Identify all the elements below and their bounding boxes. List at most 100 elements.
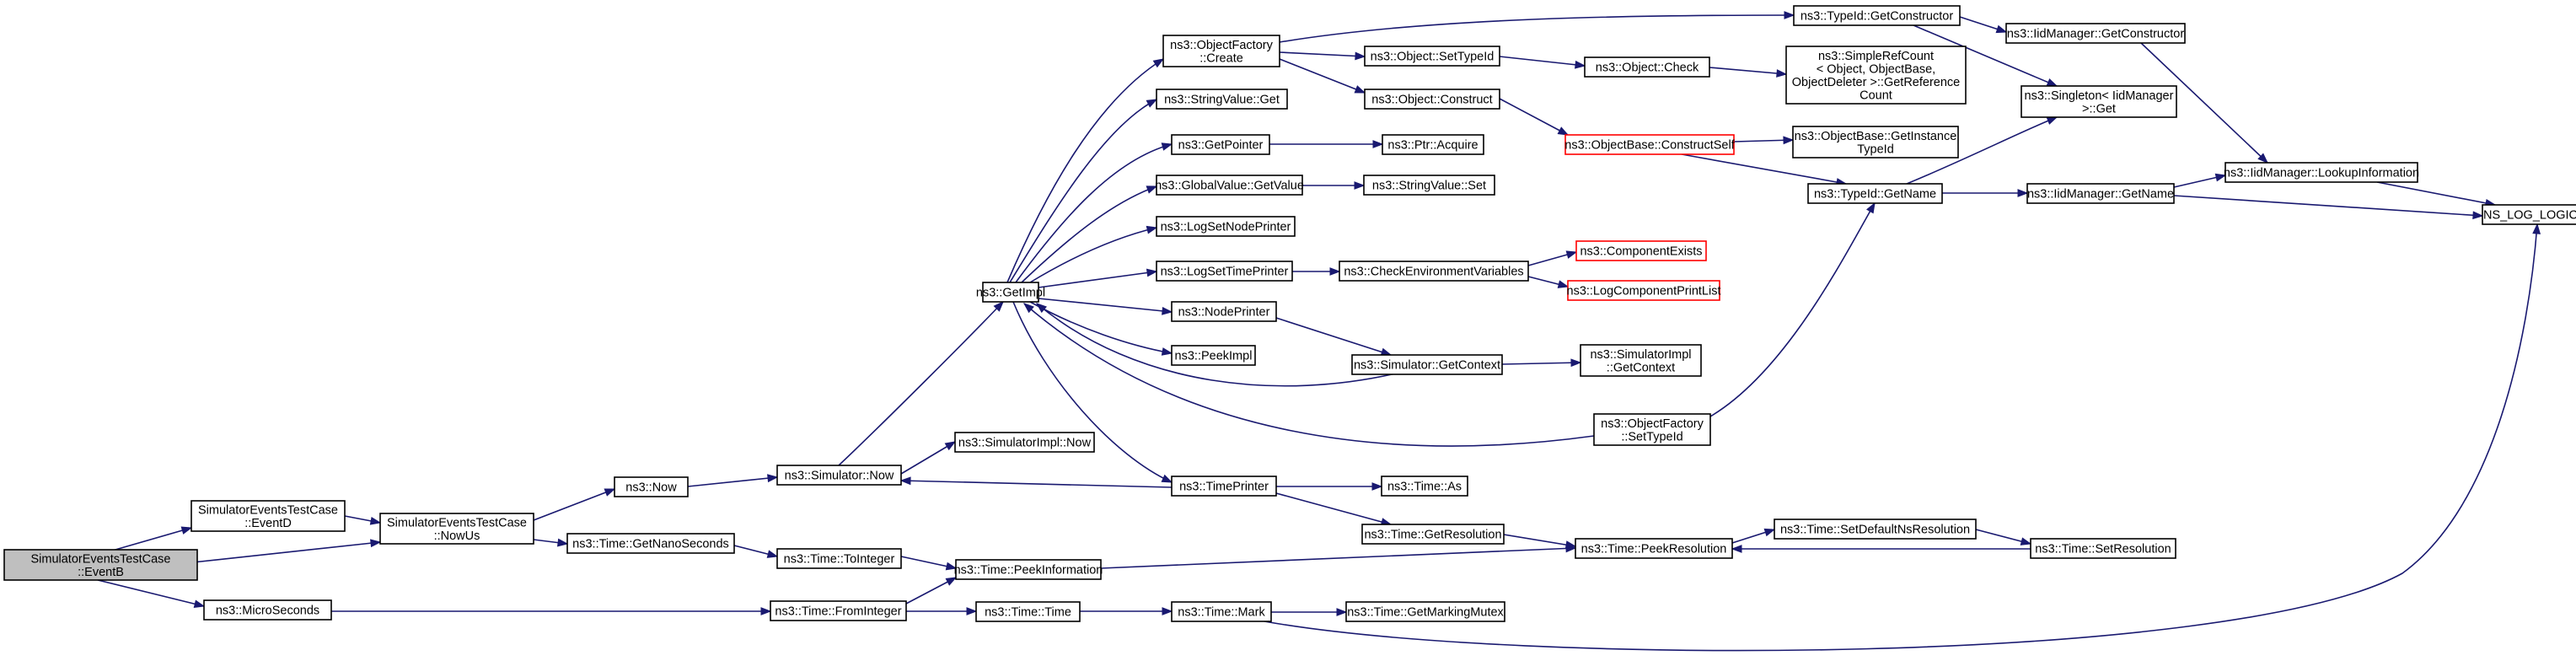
node-eventB[interactable]: SimulatorEventsTestCase::EventB	[3, 549, 198, 581]
node-timePrinter[interactable]: ns3::TimePrinter	[1171, 476, 1277, 497]
node-box[interactable]	[1171, 301, 1277, 322]
node-box[interactable]	[1564, 134, 1735, 155]
node-box[interactable]	[1593, 413, 1711, 446]
node-typeIdGetConstructor[interactable]: ns3::TypeId::GetConstructor	[1793, 5, 1961, 26]
node-getMarkingMutex[interactable]: ns3::Time::GetMarkingMutex	[1345, 601, 1505, 622]
node-box[interactable]	[1363, 175, 1495, 196]
node-box[interactable]	[3, 549, 198, 581]
node-microSeconds[interactable]: ns3::MicroSeconds	[203, 599, 332, 621]
node-box[interactable]	[1774, 519, 1977, 540]
node-peekImpl[interactable]: ns3::PeekImpl	[1171, 345, 1256, 366]
node-box[interactable]	[614, 476, 689, 497]
node-box[interactable]	[1171, 134, 1270, 155]
node-box[interactable]	[1792, 126, 1959, 159]
node-eventD[interactable]: SimulatorEventsTestCase::EventD	[191, 500, 346, 532]
node-simImplNow[interactable]: ns3::SimulatorImpl::Now	[954, 432, 1095, 453]
node-simGetContext[interactable]: ns3::Simulator::GetContext	[1351, 354, 1503, 375]
node-setDefaultNsResolution[interactable]: ns3::Time::SetDefaultNsResolution	[1774, 519, 1977, 540]
node-box[interactable]	[1785, 46, 1967, 105]
node-box[interactable]	[1156, 89, 1288, 110]
node-box[interactable]	[1162, 35, 1280, 67]
node-objFactorySetTypeId[interactable]: ns3::ObjectFactory::SetTypeId	[1593, 413, 1711, 446]
node-box[interactable]	[955, 559, 1102, 580]
node-simImplGetContext[interactable]: ns3::SimulatorImpl::GetContext	[1580, 344, 1702, 377]
node-checkEnvVars[interactable]: ns3::CheckEnvironmentVariables	[1339, 261, 1529, 282]
node-objSetTypeId[interactable]: ns3::Object::SetTypeId	[1364, 46, 1500, 67]
node-componentExists[interactable]: ns3::ComponentExists	[1575, 240, 1707, 261]
node-nodePrinter[interactable]: ns3::NodePrinter	[1171, 301, 1277, 322]
node-constructSelf[interactable]: ns3::ObjectBase::ConstructSelf	[1564, 134, 1736, 155]
node-simpleRefCount[interactable]: ns3::SimpleRefCount< Object, ObjectBase,…	[1785, 46, 1967, 105]
node-objConstruct[interactable]: ns3::Object::Construct	[1364, 89, 1500, 110]
node-stringValueGet[interactable]: ns3::StringValue::Get	[1156, 89, 1288, 110]
node-stringValueSet[interactable]: ns3::StringValue::Set	[1363, 175, 1495, 196]
node-box[interactable]	[2005, 23, 2186, 44]
node-box[interactable]	[1171, 601, 1272, 622]
node-globalValueGetValue[interactable]: ns3::GlobalValue::GetValue	[1155, 175, 1304, 196]
node-box[interactable]	[566, 533, 735, 554]
node-singletonGet[interactable]: ns3::Singleton< IidManager >::Get	[2021, 85, 2177, 118]
node-box[interactable]	[2482, 204, 2576, 225]
node-box[interactable]	[203, 599, 332, 621]
node-box[interactable]	[1580, 344, 1702, 377]
node-getNanoSeconds[interactable]: ns3::Time::GetNanoSeconds	[566, 533, 735, 554]
node-fromInteger[interactable]: ns3::Time::FromInteger	[770, 600, 907, 621]
node-logSetTimePrinter[interactable]: ns3::LogSetTimePrinter	[1156, 261, 1293, 282]
node-box[interactable]	[982, 282, 1039, 303]
node-nsLogLogic[interactable]: NS_LOG_LOGIC	[2482, 204, 2576, 225]
node-box[interactable]	[1793, 5, 1961, 26]
node-logComponentPrintList[interactable]: ns3::LogComponentPrintList	[1567, 280, 1721, 301]
node-box[interactable]	[1381, 476, 1468, 497]
node-box[interactable]	[1584, 56, 1710, 78]
node-box[interactable]	[1156, 216, 1296, 237]
node-lookupInformation[interactable]: ns3::IidManager::LookupInformation	[2224, 162, 2419, 183]
node-box[interactable]	[1364, 46, 1500, 67]
node-box[interactable]	[975, 601, 1081, 622]
node-box[interactable]	[2224, 162, 2418, 183]
node-box[interactable]	[1382, 134, 1484, 155]
node-box[interactable]	[2021, 85, 2177, 118]
node-peekInformation[interactable]: ns3::Time::PeekInformation	[954, 559, 1103, 580]
node-box[interactable]	[1171, 476, 1277, 497]
node-box[interactable]	[1351, 354, 1503, 375]
node-box[interactable]	[1156, 261, 1293, 282]
node-box[interactable]	[954, 432, 1095, 453]
node-box[interactable]	[379, 513, 534, 545]
node-now[interactable]: ns3::Now	[614, 476, 689, 497]
node-objFactoryCreate[interactable]: ns3::ObjectFactory::Create	[1162, 35, 1280, 67]
node-box[interactable]	[776, 465, 902, 486]
node-logSetNodePrinter[interactable]: ns3::LogSetNodePrinter	[1156, 216, 1296, 237]
node-box[interactable]	[191, 500, 346, 532]
node-iidGetConstructor[interactable]: ns3::IidManager::GetConstructor	[2005, 23, 2186, 44]
node-toInteger[interactable]: ns3::Time::ToInteger	[776, 548, 902, 569]
node-getImpl[interactable]: ns3::GetImpl	[976, 282, 1045, 303]
node-box[interactable]	[1339, 261, 1529, 282]
node-box[interactable]	[1807, 183, 1943, 204]
node-getResolution[interactable]: ns3::Time::GetResolution	[1361, 524, 1505, 545]
node-box[interactable]	[1575, 538, 1733, 559]
node-typeIdGetName[interactable]: ns3::TypeId::GetName	[1807, 183, 1943, 204]
node-getPointer[interactable]: ns3::GetPointer	[1171, 134, 1270, 155]
node-box[interactable]	[1156, 175, 1303, 196]
node-setResolution[interactable]: ns3::Time::SetResolution	[2030, 538, 2176, 559]
node-box[interactable]	[2030, 538, 2176, 559]
node-ptrAcquire[interactable]: ns3::Ptr::Acquire	[1382, 134, 1484, 155]
node-timeAs[interactable]: ns3::Time::As	[1381, 476, 1468, 497]
node-box[interactable]	[770, 600, 907, 621]
node-simNow[interactable]: ns3::Simulator::Now	[776, 465, 902, 486]
node-box[interactable]	[1364, 89, 1500, 110]
node-box[interactable]	[776, 548, 902, 569]
node-iidGetName[interactable]: ns3::IidManager::GetName	[2026, 183, 2175, 204]
node-box[interactable]	[1361, 524, 1505, 545]
node-peekResolution[interactable]: ns3::Time::PeekResolution	[1575, 538, 1733, 559]
node-timeMark[interactable]: ns3::Time::Mark	[1171, 601, 1272, 622]
node-box[interactable]	[1171, 345, 1256, 366]
node-objCheck[interactable]: ns3::Object::Check	[1584, 56, 1710, 78]
node-timeTime[interactable]: ns3::Time::Time	[975, 601, 1081, 622]
node-box[interactable]	[1575, 240, 1707, 261]
node-box[interactable]	[1567, 280, 1720, 301]
node-box[interactable]	[1345, 601, 1505, 622]
node-box[interactable]	[2026, 183, 2175, 204]
node-nowUs[interactable]: SimulatorEventsTestCase::NowUs	[379, 513, 534, 545]
